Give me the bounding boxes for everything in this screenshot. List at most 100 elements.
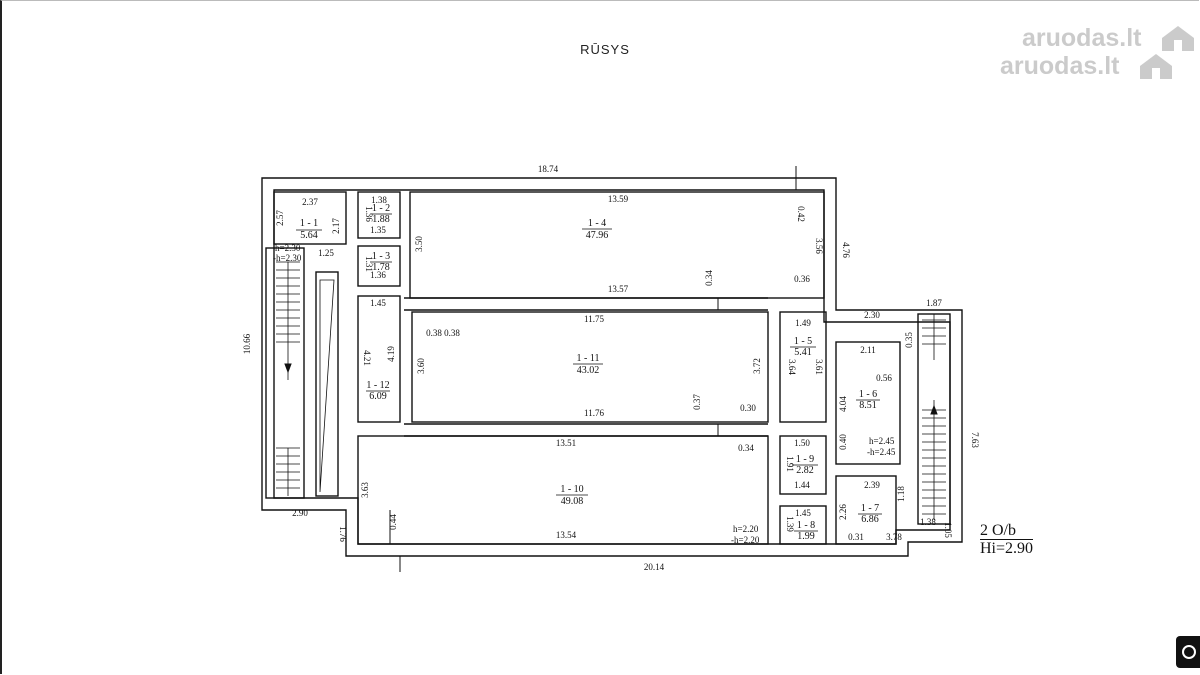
room-1-5-id: 1 - 5 [794,336,812,347]
dim-left-total: 10.66 [242,333,252,354]
dim-r2-bottom: 1.35 [370,225,386,235]
dim-r3-bottom: 1.36 [370,270,386,280]
dim-r4-wall2: 0.36 [794,274,810,284]
house-icon [1140,54,1172,79]
dim-r4-left: 3.50 [414,236,424,252]
dim-r11-wall-b: 0.38 [444,328,460,338]
dim-r2-left: 1.36 [364,206,374,222]
room-10-height: h=2.20 [733,524,759,534]
dim-top-total: 18.74 [538,164,559,174]
plan-walls [261,177,963,557]
room-1-8-id: 1 - 8 [797,520,815,531]
dim-r9-left: 1.91 [785,456,795,472]
room-1-7-area: 6.86 [861,514,879,525]
dim-r10-wall-left: 0.44 [388,514,398,530]
dim-r8-top: 1.45 [795,508,811,518]
stair-arrows [284,363,938,415]
room-1-3-area: 1.78 [372,262,390,273]
dim-r1-top: 2.37 [302,197,318,207]
ceiling-height: Hi=2.90 [980,540,1034,557]
dim-stair-right-wall: 0.35 [904,332,914,348]
dim-stair-right-top: 1.87 [926,298,942,308]
watermark-logo: aruodas.lt [1000,52,1120,80]
room-1-3-id: 1 - 3 [372,251,390,262]
dim-right-total: 7.63 [970,432,980,448]
room-1-12-area: 6.09 [369,391,387,402]
dim-r4-right-outer: 4.76 [841,242,851,258]
dim-r9-bottom: 1.44 [794,480,810,490]
room-10-height-neg: -h=2.20 [731,535,760,545]
dim-r7-bottom: 3.78 [886,532,902,542]
watermark-logo: aruodas.lt [1022,24,1142,52]
stair-left-height-neg: -h=2.30 [273,253,302,263]
dim-r11-top: 11.75 [584,314,604,324]
room-1-2-area: 1.88 [372,214,390,225]
dim-r6-wall2: 0.40 [838,434,848,450]
dim-r7-right: 1.18 [896,486,906,502]
dim-r6-top: 2.11 [860,345,875,355]
dim-r3-left: 1.31 [364,256,374,272]
dim-r4-wall: 0.34 [704,270,714,286]
room-1-12-id: 1 - 12 [366,380,389,391]
house-icon [1162,26,1194,51]
room-1-5-area: 5.41 [794,347,812,358]
dim-r2-top: 1.38 [371,195,387,205]
stair-treads-right [922,314,946,520]
room-1-1-area: 5.64 [300,230,318,241]
dim-r10-left: 3.63 [360,482,370,498]
stair-treads-left [276,261,335,496]
dim-bottom-total: 20.14 [644,562,665,572]
dim-r1-left: 2.57 [275,210,285,226]
room-1-6-area: 8.51 [859,400,877,411]
room-1-9-area: 2.82 [796,465,814,476]
room-1-4-id: 1 - 4 [588,218,606,229]
dim-r5-top: 1.49 [795,318,811,328]
dim-r11-left: 3.60 [416,358,426,374]
dim-r10-left-outer: 1.76 [338,526,348,542]
dimension-ticks [389,166,797,572]
dim-r5-right: 3.61 [814,359,824,375]
dim-r4-notch: 0.42 [796,206,806,222]
dim-r4-top: 13.59 [608,194,629,204]
dim-r11-wall-a: 0.38 [426,328,442,338]
dim-r12-right: 4.19 [386,346,396,362]
room-1-11-area: 43.02 [577,365,600,376]
dim-r10-wall: 0.34 [738,443,754,453]
dim-r8-left: 1.39 [785,516,795,532]
dim-stair-right-corner: 1.05 [943,522,953,538]
room-1-6-id: 1 - 6 [859,389,877,400]
room-1-1-id: 1 - 1 [300,218,318,229]
stair-right-height-neg: -h=2.45 [867,447,896,457]
dim-r9-top: 1.50 [794,438,810,448]
dim-r1-right: 2.17 [331,218,341,234]
dim-r6-wall: 0.56 [876,373,892,383]
dim-r5-left: 3.64 [787,359,797,375]
room-1-7-id: 1 - 7 [861,503,879,514]
dim-r7-left: 2.26 [838,504,848,520]
stair-left-height: h=2.30 [275,243,301,253]
room-1-10-id: 1 - 10 [560,484,583,495]
dim-r11-wall-c: 0.37 [692,394,702,410]
room-1-4-area: 47.96 [586,230,609,241]
stair-right-height: h=2.45 [869,436,895,446]
expand-icon[interactable] [1176,636,1200,668]
dim-r4-right: 3.56 [814,238,824,254]
dim-r1-bottom: 1.25 [318,248,334,258]
page-title: RŪSYS [580,42,630,57]
dim-r10-bottom: 13.54 [556,530,577,540]
dim-stair-left-bottom: 2.90 [292,508,308,518]
floor-legend: 2 O/b Hi=2.90 [980,522,1034,557]
room-1-2-id: 1 - 2 [372,203,390,214]
dim-step-right: 2.30 [864,310,880,320]
room-1-11-id: 1 - 11 [577,353,600,364]
dim-r11-right: 3.72 [752,358,762,374]
room-1-8-area: 1.99 [797,531,815,542]
floors-count: 2 O/b [980,522,1034,540]
dim-r4-bottom: 13.57 [608,284,629,294]
dim-r11-wall-d: 0.30 [740,403,756,413]
dim-r12-top: 1.45 [370,298,386,308]
room-1-9-id: 1 - 9 [796,454,814,465]
dim-stair-right-bottom: 1.38 [920,517,936,527]
